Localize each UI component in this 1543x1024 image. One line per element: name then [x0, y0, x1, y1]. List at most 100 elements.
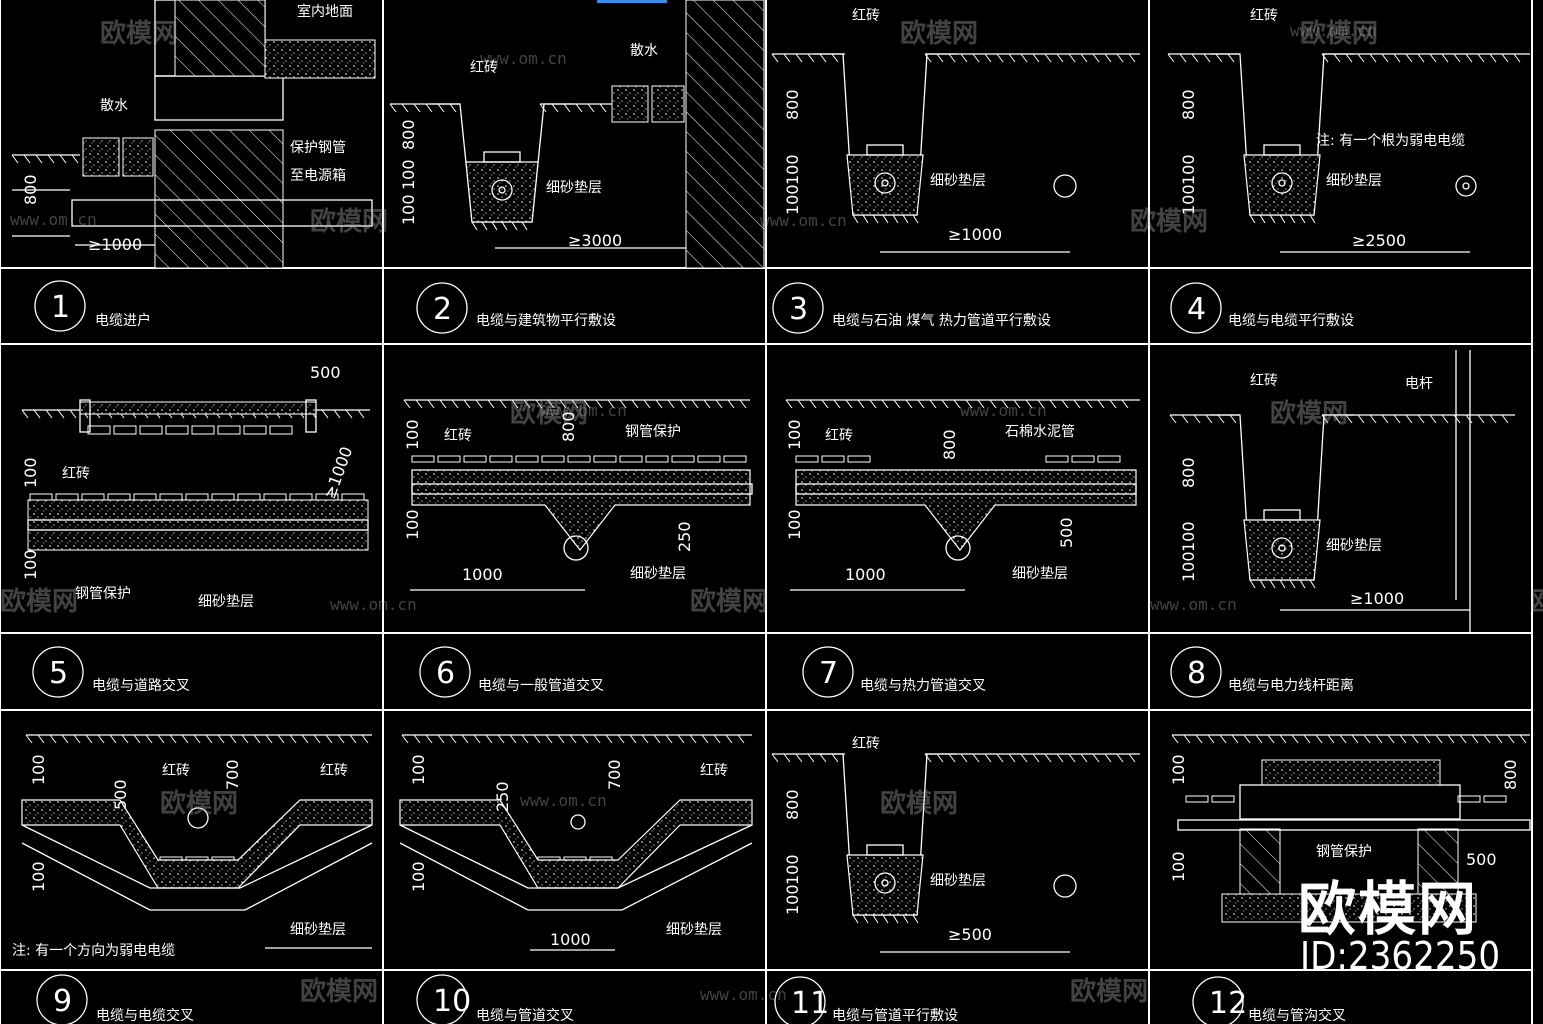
ground-hatch [25, 734, 369, 744]
hatch-tick [989, 399, 997, 409]
watermark-brand: 欧模网 [900, 18, 978, 49]
hatch-tick [929, 399, 937, 409]
hatch-tick [1020, 753, 1028, 763]
hatch-tick [1417, 414, 1425, 424]
hatch-tick [571, 399, 579, 409]
hatch-tick [1092, 53, 1100, 63]
hatch-tick [617, 734, 625, 744]
brand-logo: 欧模网 [1298, 875, 1479, 943]
sand-bedding [846, 154, 924, 216]
hatch-tick [960, 753, 968, 763]
dim-1000: ≥1000 [948, 225, 1002, 244]
protective-steel-pipe [71, 199, 373, 227]
hatch-tick [771, 53, 779, 63]
label-steel-pipe: 保护钢管 [290, 140, 346, 156]
hatch-tick [481, 221, 488, 231]
hatch-tick [785, 399, 793, 409]
label-red-brick: 红砖 [320, 763, 348, 779]
hatch-tick [361, 734, 369, 744]
hatch-tick [1109, 399, 1117, 409]
hatch-tick [71, 154, 79, 164]
hatch-tick [253, 734, 261, 744]
cable-outer [1271, 537, 1293, 559]
detail-number-circle [419, 646, 471, 698]
hatch-tick [389, 103, 397, 113]
label-red-brick: 红砖 [852, 736, 880, 752]
hatch-tick [1441, 414, 1449, 424]
sand-bedding [27, 499, 369, 551]
hatch-tick [1044, 53, 1052, 63]
sand-wedge [411, 469, 751, 551]
hatch-tick [69, 409, 77, 419]
hatch-tick [535, 399, 543, 409]
hatch-tick [1231, 734, 1239, 744]
hatch-tick [581, 734, 589, 744]
hatch-tick [133, 734, 141, 744]
hatch-tick [145, 734, 153, 744]
caption-9: 电缆与电缆交叉 [96, 1007, 194, 1024]
label-steel-pipe: 钢管保护 [625, 424, 681, 440]
brick-row [1457, 795, 1507, 803]
dim-100: 100 [785, 509, 804, 540]
watermark-brand: 欧模网 [1130, 206, 1208, 237]
hatch-tick [701, 734, 709, 744]
hatch-tick [1169, 414, 1177, 424]
detail-number: 4 [1187, 292, 1206, 327]
watermark-url: www.om.cn [960, 401, 1047, 420]
caption-11: 电缆与管道平行敷设 [832, 1008, 958, 1024]
curb [79, 399, 91, 433]
hatch-tick [1279, 734, 1287, 744]
brick [341, 493, 365, 501]
label-fine-sand: 细砂垫层 [1326, 538, 1382, 554]
label-steel-pipe: 钢管保护 [75, 586, 131, 602]
hatch-tick [1092, 753, 1100, 763]
detail-number: 5 [49, 656, 68, 691]
brick [1097, 455, 1121, 463]
brick [269, 425, 293, 435]
label-note-weak-cable: 注: 有一个根为弱电电缆 [1316, 133, 1465, 149]
cable-outer [874, 872, 896, 894]
detail-number-circle [802, 646, 854, 698]
brick-row [411, 455, 747, 463]
detail-number: 1 [51, 290, 70, 325]
brick-row [87, 425, 293, 435]
hatch-tick [205, 734, 213, 744]
hatch-tick [413, 734, 421, 744]
hatch-tick [583, 399, 591, 409]
ground-hatch [401, 734, 745, 744]
label-indoor-floor: 室内地面 [297, 3, 353, 20]
hatch-tick [35, 154, 43, 164]
hatch-tick [485, 734, 493, 744]
hatch-tick [1363, 734, 1371, 744]
brick [133, 493, 157, 501]
hatch-tick [795, 53, 803, 63]
hatch-tick [977, 399, 985, 409]
hatch-tick [655, 399, 663, 409]
hatch-tick [1061, 399, 1069, 409]
hatch-tick [1116, 53, 1124, 63]
caption-10: 电缆与管道交叉 [476, 1007, 574, 1024]
hatch-tick [403, 399, 411, 409]
hatch-tick [872, 214, 879, 224]
hatch-tick [924, 53, 932, 63]
hatch-tick [1215, 53, 1223, 63]
hatch-tick [1393, 414, 1401, 424]
hatch-tick [739, 399, 747, 409]
brick [211, 493, 235, 501]
hatch-tick [667, 399, 675, 409]
hatch-tick [783, 753, 791, 763]
brick-row [1045, 455, 1121, 463]
hatch-tick [1369, 414, 1377, 424]
hatch-tick [97, 734, 105, 744]
hatch-tick [1393, 53, 1401, 63]
label-red-brick: 红砖 [444, 428, 472, 444]
hatch-tick [1205, 414, 1213, 424]
dim-800: 800 [559, 411, 578, 442]
brick [1071, 455, 1095, 463]
crossing-pipe [563, 535, 589, 561]
detail-number-circle [416, 282, 468, 334]
hatch-tick [1339, 734, 1347, 744]
hatch-tick [321, 409, 329, 419]
dim-1000: ≥1000 [1350, 589, 1404, 608]
hatch-tick [1279, 214, 1286, 224]
